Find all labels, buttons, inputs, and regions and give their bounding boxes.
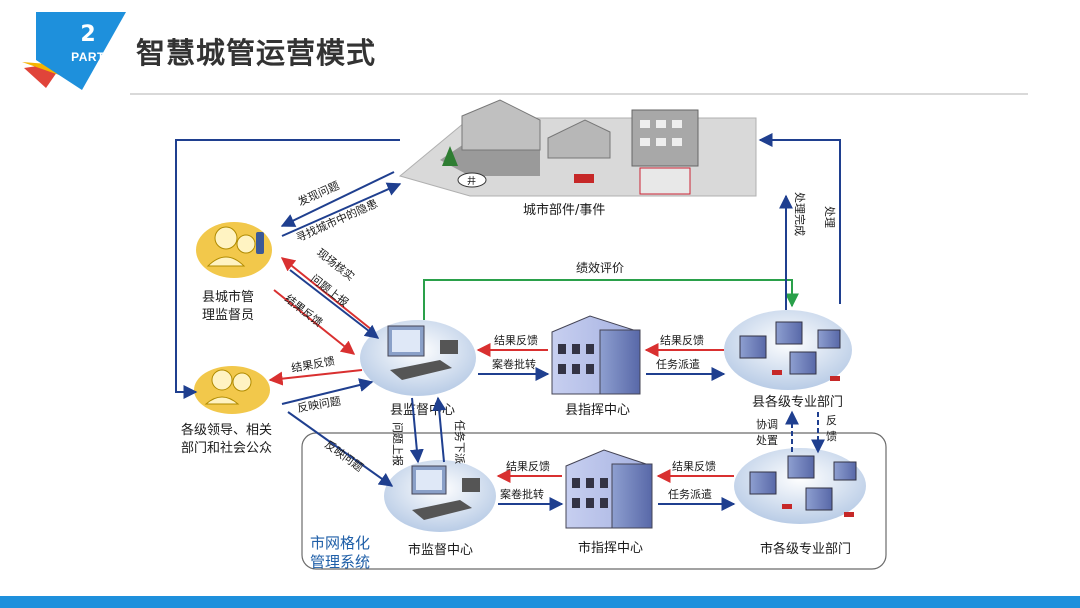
county-transfer-label: 案卷批转 xyxy=(492,357,536,371)
performance-evaluation-arrow xyxy=(423,279,799,320)
svg-text:井: 井 xyxy=(467,175,476,187)
leaders-public-icon xyxy=(194,366,270,414)
badge-number: 2 xyxy=(80,22,96,47)
county-command-center-icon xyxy=(551,315,641,395)
up-report-arrow xyxy=(409,397,424,464)
city-to-leaders-loop-arrow xyxy=(175,139,400,399)
county-departments-icon xyxy=(724,310,852,390)
city-grid-system-label-1: 市网格化 xyxy=(310,534,370,552)
city-departments-icon xyxy=(734,448,866,524)
city-departments-label: 市各级专业部门 xyxy=(760,541,851,557)
handle-arrow xyxy=(758,133,841,304)
county-feedback-2-label: 结果反馈 xyxy=(660,334,704,347)
footer-bar xyxy=(0,596,1080,608)
find-problem-label: 发现问题 xyxy=(296,178,342,209)
up-report-label: 问题上报 xyxy=(391,422,405,466)
part-badge: 2 PART xyxy=(22,10,132,92)
badge-blue-shape xyxy=(36,12,126,90)
city-feedback-1-label: 结果反馈 xyxy=(506,460,550,473)
city-dispatch-label: 任务派遣 xyxy=(668,487,712,501)
county-supervisor-label-2: 理监督员 xyxy=(202,308,254,323)
badge-part-text: PART xyxy=(71,50,105,64)
county-supervision-center-label: 县监督中心 xyxy=(390,403,455,418)
county-supervision-center-icon xyxy=(360,320,476,396)
city-system-frame xyxy=(301,432,887,570)
city-command-center-label: 市指挥中心 xyxy=(578,540,643,556)
find-problem-arrow xyxy=(280,171,395,227)
leaders-feedback-arrow xyxy=(268,369,363,386)
city-grid-system-label-2: 管理系统 xyxy=(310,553,370,571)
down-issue-arrow xyxy=(432,396,447,463)
leaders-label-1: 各级领导、相关 xyxy=(181,422,272,438)
performance-evaluation-label: 绩效评价 xyxy=(576,260,624,275)
leaders-reflect-label: 反映问题 xyxy=(296,395,342,415)
leaders-label-2: 部门和社会公众 xyxy=(181,440,272,456)
county-command-center-label: 县指挥中心 xyxy=(565,403,630,418)
leaders-feedback-label: 结果反馈 xyxy=(290,355,336,375)
leaders-reflect-arrow xyxy=(281,378,374,405)
leaders-to-city-supervision-arrow xyxy=(287,411,394,487)
handled-label: 处理完成 xyxy=(793,192,807,236)
supervisor-feedback-arrow xyxy=(273,289,356,355)
city-components-label: 城市部件/事件 xyxy=(523,202,605,218)
city-feedback-2-label: 结果反馈 xyxy=(672,460,716,473)
city-transfer-label: 案卷批转 xyxy=(500,487,544,501)
county-feedback-1-label: 结果反馈 xyxy=(494,334,538,347)
down-issue-label: 任务下派 xyxy=(453,420,466,464)
city-supervision-center-label: 市监督中心 xyxy=(408,542,473,558)
city-supervision-center-icon xyxy=(384,460,496,532)
coordinate-label-2: 处置 xyxy=(756,434,778,447)
supervisor-feedback-label: 结果反馈 xyxy=(282,292,325,329)
dept-feedback-label-1: 反 xyxy=(826,414,837,427)
find-hazard-arrow xyxy=(281,182,402,237)
coordinate-label-1: 协调 xyxy=(756,417,778,431)
city-scene-illustration: 井 xyxy=(398,99,757,197)
dept-feedback-label-2: 馈 xyxy=(826,430,837,443)
verify-arrow xyxy=(280,257,373,331)
county-supervisor-icon xyxy=(196,222,272,278)
county-departments-label: 县各级专业部门 xyxy=(752,394,843,410)
title-divider xyxy=(130,93,1028,95)
county-supervisor-label-1: 县城市管 xyxy=(202,289,254,305)
handle-label: 处理 xyxy=(823,206,836,228)
report-problem-arrow xyxy=(289,269,380,339)
city-command-center-icon xyxy=(565,449,653,529)
page-title: 智慧城管运营模式 xyxy=(136,36,377,70)
county-dispatch-label: 任务派遣 xyxy=(656,357,700,371)
reflect-problem-2-label: 反映问题 xyxy=(322,438,365,474)
